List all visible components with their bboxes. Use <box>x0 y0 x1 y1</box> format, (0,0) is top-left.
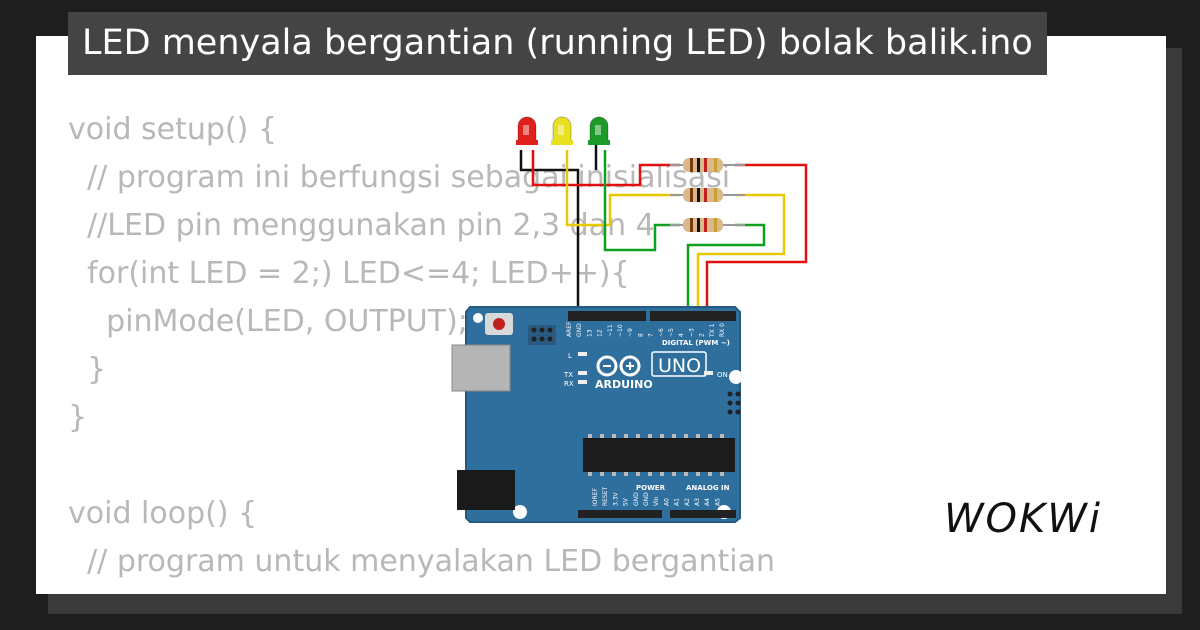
code-line: } <box>68 400 88 435</box>
logo-text: WOKWi <box>944 496 1102 542</box>
wire-red-pin <box>705 163 808 312</box>
pin-label: GND <box>633 492 640 506</box>
led-1[interactable] <box>516 116 538 145</box>
pin-label: 2 <box>699 333 706 337</box>
tx-label: TX <box>563 371 573 379</box>
wire-green-led <box>603 150 680 252</box>
arduino-board: ARDUINO UNO DIGITAL (PWM ~) POWER ANALOG… <box>451 306 743 523</box>
wire-black <box>519 150 580 312</box>
pin-label: IOREF <box>592 488 599 506</box>
wires <box>519 145 808 312</box>
microcontroller-chip <box>583 438 735 472</box>
pin-label: ~9 <box>627 328 634 337</box>
pin-label: A5 <box>714 498 721 506</box>
power-label: POWER <box>636 484 666 492</box>
pin-label: A0 <box>663 498 670 506</box>
leds <box>516 116 610 145</box>
wire-yellow-led <box>565 150 680 227</box>
pin-label: 12 <box>597 329 604 337</box>
pin-label: A2 <box>684 498 691 506</box>
pin-label: 7 <box>648 333 655 337</box>
code-line: pinMode(LED, OUTPUT); <box>68 304 468 339</box>
pin-label: ~3 <box>688 328 695 337</box>
code-line: void loop() { <box>68 496 258 531</box>
pin-label: ~5 <box>668 328 675 337</box>
pin-label: ~6 <box>658 328 665 337</box>
wire-red-led <box>531 150 680 187</box>
pin-label: ~10 <box>617 324 624 337</box>
pin-label: 3.3V <box>612 491 619 506</box>
wire-green-pin <box>686 223 766 312</box>
led-3[interactable] <box>588 116 610 145</box>
led-2[interactable] <box>551 116 573 145</box>
rx-label: RX <box>564 380 574 388</box>
pin-label: A1 <box>674 498 681 506</box>
pin-label: AREF <box>566 321 573 337</box>
pin-label: 8 <box>637 333 644 337</box>
pin-label: 4 <box>678 333 685 337</box>
pin-label: 5V <box>623 497 630 506</box>
code-line: for(int LED = 2;) LED<=4; LED++){ <box>68 256 630 291</box>
resistor-2 <box>670 188 745 202</box>
pin-label: A3 <box>694 498 701 506</box>
wire-yellow-pin <box>696 193 786 312</box>
arduino-logo-icon <box>596 355 641 377</box>
resistors <box>670 158 745 232</box>
resistor-3 <box>670 218 745 232</box>
code-line: void setup() { <box>68 112 277 147</box>
pin-label: A4 <box>704 498 711 506</box>
board-brand: ARDUINO <box>595 378 653 391</box>
code-line: } <box>68 352 107 387</box>
pin-label: ~11 <box>607 324 614 337</box>
wokwi-logo[interactable]: WOKWi <box>940 490 1120 542</box>
pin-label: TX 1 <box>709 323 716 338</box>
resistor-1 <box>670 158 745 172</box>
code-line: // program untuk menyalakan LED berganti… <box>68 544 776 579</box>
on-label: ON <box>717 371 728 379</box>
board-model: UNO <box>658 355 701 377</box>
circuit-diagram: ARDUINO UNO DIGITAL (PWM ~) POWER ANALOG… <box>451 116 808 523</box>
pin-label: 13 <box>586 329 593 337</box>
project-title: LED menyala bergantian (running LED) bol… <box>68 12 1047 75</box>
pin-label: GND <box>576 323 583 337</box>
usb-port <box>451 344 511 392</box>
pin-label: Vin <box>653 496 660 506</box>
digital-label: DIGITAL (PWM ~) <box>662 339 730 347</box>
power-jack <box>457 470 515 510</box>
pin-label: RESET <box>602 486 609 506</box>
pin-label: RX 0 <box>719 323 726 337</box>
pin-label: GND <box>643 492 650 506</box>
l-label: L <box>568 352 572 360</box>
analog-label: ANALOG IN <box>686 484 730 492</box>
code-listing: void setup() { // program ini berfungsi … <box>68 106 775 594</box>
code-line: // bertahap naik ke <box>68 586 775 594</box>
